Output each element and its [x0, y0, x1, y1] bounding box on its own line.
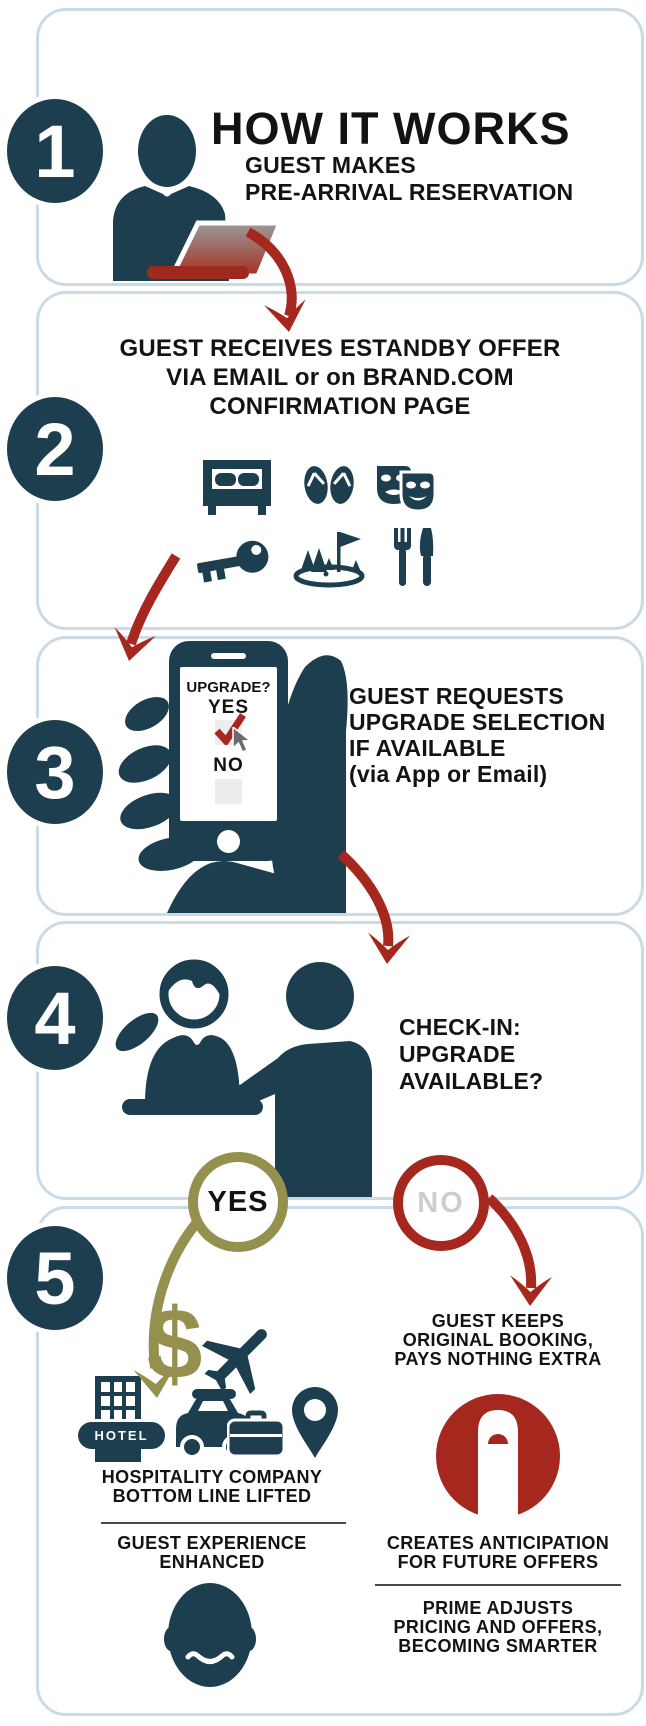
phone-speaker [211, 653, 246, 659]
step-3-caption-line: GUEST REQUESTS [349, 683, 564, 709]
yes-outcome-line: HOSPITALITY COMPANY [101, 1467, 323, 1487]
hand-holding-phone-icon [118, 655, 348, 913]
step-3-caption-line: UPGRADE SELECTION [349, 709, 606, 735]
step-1-caption-line: GUEST MAKES [245, 152, 416, 178]
no-outcome-line: PRICING AND OFFERS, [393, 1617, 603, 1637]
reception-desk-icon [115, 959, 372, 1197]
page-title: HOW IT WORKS [211, 103, 571, 154]
step-2-caption-line: CONFIRMATION PAGE [209, 393, 471, 420]
theater-masks-icon [377, 466, 437, 513]
smiling-guest-icon [164, 1583, 256, 1687]
upgrade-prompt: UPGRADE? [186, 679, 271, 696]
phone-home-button [217, 830, 240, 853]
phone-screen: UPGRADE? YES NO [180, 667, 277, 821]
phone-icon: UPGRADE? YES NO [169, 641, 288, 861]
yes-decision-circle: YES [188, 1152, 288, 1252]
step-4-badge: 4 [7, 966, 103, 1070]
step-4-caption-line: UPGRADE [399, 1041, 516, 1067]
step-3-card: UPGRADE? YES NO GUEST REQUESTS UPGRADE S… [36, 636, 644, 916]
step-2-badge: 2 [7, 397, 103, 501]
step-2-card: GUEST RECEIVES ESTANDBY OFFER VIA EMAIL … [36, 291, 644, 630]
no-option-label: NO [213, 755, 244, 776]
step-4-card: CHECK-IN: UPGRADE AVAILABLE? [36, 921, 644, 1200]
yes-outcome-line: ENHANCED [159, 1552, 265, 1572]
step-3-badge: 3 [7, 720, 103, 824]
no-decision-circle: NO [393, 1155, 489, 1251]
no-outcome-line: GUEST KEEPS [431, 1311, 565, 1331]
golf-icon [293, 532, 365, 588]
step-2-caption-line: VIA EMAIL or on BRAND.COM [166, 364, 514, 391]
no-outcome-line: FOR FUTURE OFFERS [397, 1552, 599, 1572]
prime-logo-icon [436, 1394, 560, 1518]
step-1-caption-line: PRE-ARRIVAL RESERVATION [245, 179, 574, 205]
divider [375, 1584, 621, 1586]
step-1-badge: 1 [7, 99, 103, 203]
no-label: NO [417, 1186, 465, 1219]
hotel-sign: HOTEL [78, 1422, 165, 1449]
yes-label: YES [207, 1185, 269, 1218]
hotel-icon: HOTEL [78, 1376, 165, 1462]
yes-outcome-line: GUEST EXPERIENCE [117, 1533, 307, 1553]
cursor-icon [232, 727, 252, 753]
no-outcome-line: CREATES ANTICIPATION [386, 1533, 610, 1553]
hotel-base [95, 1449, 141, 1462]
no-outcome-line: PAYS NOTHING EXTRA [394, 1349, 602, 1369]
bed-icon [203, 460, 271, 515]
step-1-card: HOW IT WORKS GUEST MAKES PRE-ARRIVAL RES… [36, 8, 644, 286]
flip-flops-icon [304, 466, 354, 504]
no-outcome-line: BECOMING SMARTER [398, 1636, 598, 1656]
step-4-caption-line: AVAILABLE? [399, 1068, 544, 1094]
no-outcome-line: ORIGINAL BOOKING, [402, 1330, 594, 1350]
step-2-caption-line: GUEST RECEIVES ESTANDBY OFFER [119, 335, 561, 362]
no-checkbox [215, 779, 242, 804]
map-pin-icon [292, 1387, 338, 1458]
plane-icon [201, 1329, 267, 1395]
step-3-caption-line: IF AVAILABLE [349, 735, 506, 761]
hotel-tower [95, 1376, 141, 1426]
step-5-badge: 5 [7, 1226, 103, 1330]
step-5-card: $ HOTEL HOSPITALITY COMPAN [36, 1206, 644, 1716]
luggage-icon [227, 1410, 285, 1458]
dining-icon [394, 528, 434, 586]
step-4-caption-line: CHECK-IN: [399, 1014, 521, 1040]
step-3-caption-line: (via App or Email) [349, 761, 548, 787]
checkmark-icon [214, 713, 246, 745]
key-icon [197, 540, 269, 583]
divider [101, 1522, 346, 1524]
no-outcome-line: PRIME ADJUSTS [422, 1598, 574, 1618]
yes-outcome-line: BOTTOM LINE LIFTED [112, 1486, 312, 1506]
yes-option-label: YES [207, 697, 250, 718]
